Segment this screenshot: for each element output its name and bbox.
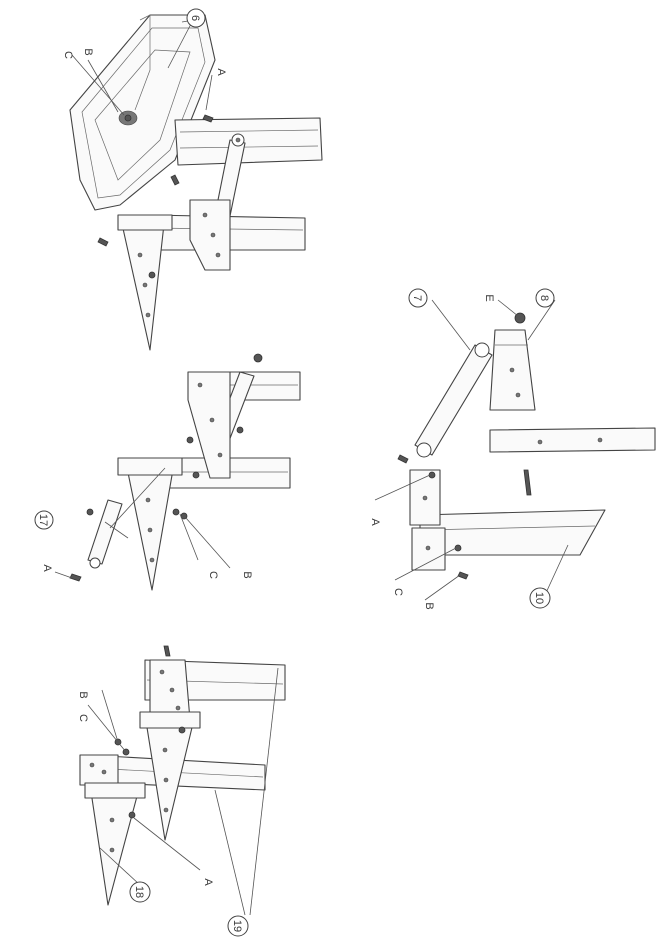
callout-label: 8 (538, 295, 550, 301)
callout-label: C (77, 714, 89, 722)
bolt-icon (69, 573, 82, 582)
callout-6: 6 (186, 8, 206, 28)
frame-rail-upper (174, 117, 323, 166)
callout-label: 10 (533, 592, 545, 604)
callout-label: E (483, 294, 495, 301)
callout-label: B (423, 602, 435, 609)
callout-label: A (369, 518, 381, 526)
callout-17: 17 (34, 510, 54, 530)
callout-label: 6 (189, 15, 201, 21)
nut-icon (428, 471, 436, 479)
frame-rail (489, 427, 656, 453)
bolt-icon (523, 469, 532, 496)
nut-icon (148, 271, 156, 279)
bolt-icon (97, 237, 109, 247)
strut-7 (414, 344, 493, 456)
callout-18: 18 (129, 881, 151, 903)
triangle-gusset (119, 214, 166, 351)
callout-label: 19 (231, 920, 243, 932)
callout-label: A (202, 878, 214, 886)
callout-label: C (62, 51, 74, 59)
callout-10: 10 (529, 587, 551, 609)
callout-label: C (207, 571, 219, 579)
callout-label: B (82, 48, 94, 55)
bolt-icon (253, 353, 263, 363)
figure-middle-left: 17 A C B (34, 353, 301, 591)
callout-label: B (241, 571, 253, 578)
strut-17 (87, 499, 123, 565)
callout-label: A (41, 564, 53, 572)
callout-8: 8 (535, 288, 555, 308)
callout-label: 18 (133, 886, 145, 898)
callout-label: A (215, 68, 227, 76)
bolt-icon (170, 174, 180, 186)
callout-label: B (77, 691, 89, 698)
callout-label: 7 (411, 295, 423, 301)
bolt-icon (202, 114, 214, 123)
callout-label: C (392, 588, 404, 596)
bolt-icon (397, 454, 409, 464)
figure-top-left: 6 C B A (62, 8, 323, 351)
figure-bottom-left: C B A 18 19 (77, 645, 286, 937)
bolt-icon (457, 571, 469, 580)
callout-7: 7 (408, 288, 428, 308)
callout-19: 19 (227, 915, 249, 937)
nut-icon (86, 508, 94, 516)
bracket-plate (189, 199, 231, 271)
bolt-icon (163, 645, 171, 657)
triangle-gusset (124, 457, 176, 591)
figure-right: 7 E 8 A C B 10 (369, 288, 656, 610)
callout-label: 17 (37, 514, 49, 526)
rail-10 (419, 509, 606, 556)
seat-shell (69, 14, 216, 211)
